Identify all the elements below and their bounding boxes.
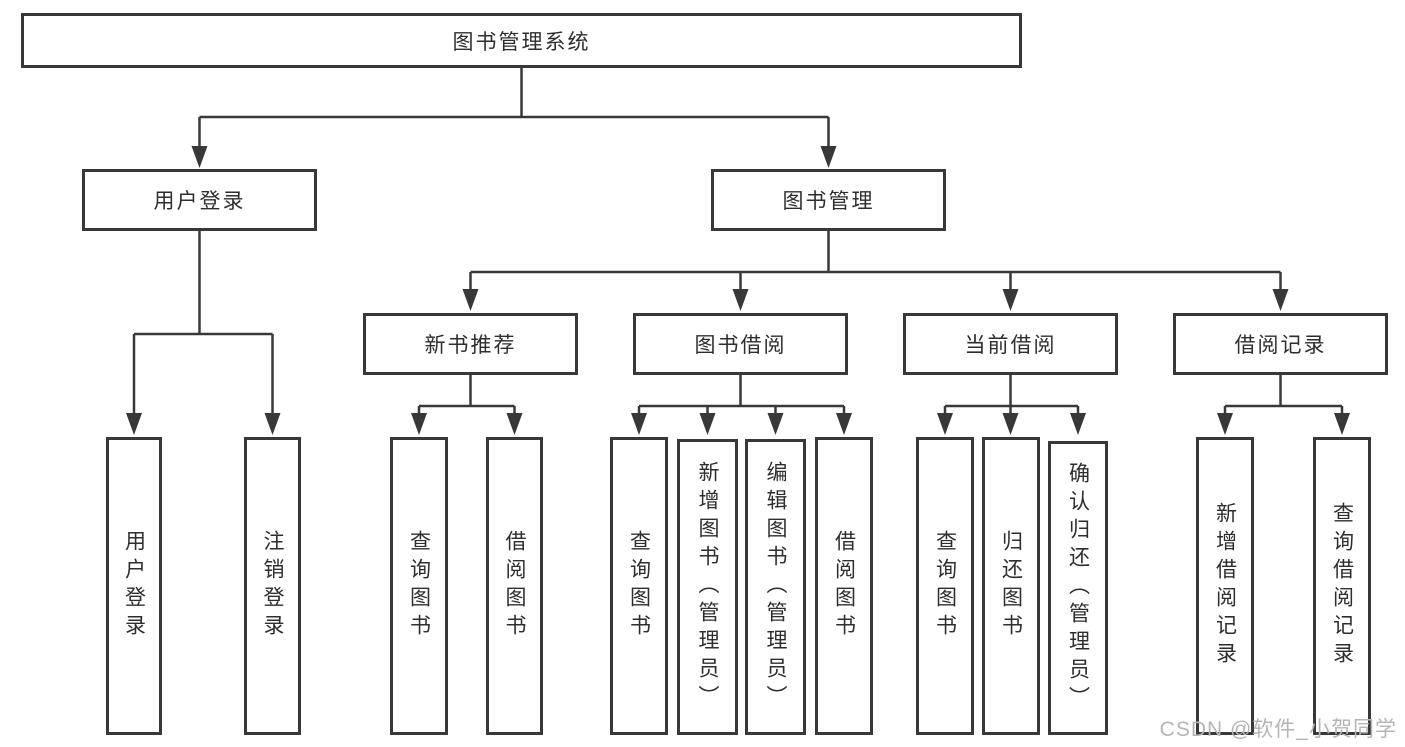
arrow-down-icon [1217,413,1233,435]
node-label: 图书借阅 [694,334,787,357]
arrow-down-icon [820,146,837,168]
arrow-down-icon [732,289,749,311]
node-label: 新增图书（管理员） [696,461,719,713]
node-label: 查询图书 [407,530,431,642]
connector-userlogin-to-leaves [126,231,281,435]
leaf-user-login: 用户登录 [106,437,162,735]
arrow-down-icon [767,413,784,435]
leaf-nb-query-books: 查询图书 [390,437,448,735]
arrow-down-icon [1070,413,1086,435]
node-label: 新增借阅记录 [1213,502,1237,670]
connector-newbookrec-to-leaves [411,375,523,435]
node-label: 查询借阅记录 [1330,502,1354,670]
node-label: 借阅图书 [832,530,856,642]
arrow-down-icon [631,413,647,435]
connector-borrowrecords-to-leaves [1217,375,1350,435]
node-current-borrow: 当前借阅 [903,313,1118,375]
leaf-bb-edit-books-admin: 编辑图书（管理员） [745,439,806,735]
node-label: 查询图书 [933,530,957,642]
node-root: 图书管理系统 [21,13,1022,68]
node-label: 当前借阅 [964,334,1057,357]
node-label: 查询图书 [627,530,651,642]
connector-root-to-level2 [191,68,837,168]
node-book-mgmt: 图书管理 [711,169,946,231]
leaf-nb-borrow-books: 借阅图书 [486,437,543,735]
watermark: CSDN @软件_小贺同学 [1159,718,1397,741]
arrow-down-icon [264,413,281,435]
node-label: 确认归还（管理员） [1066,462,1090,714]
connector-currentborrow-to-leaves [937,375,1086,435]
leaf-bb-query-books: 查询图书 [610,437,668,735]
arrow-down-icon [1334,413,1350,435]
node-label: 编辑图书（管理员） [764,461,787,713]
node-label: 图书管理 [782,190,875,213]
leaf-cb-confirm-return-admin: 确认归还（管理员） [1048,441,1108,735]
node-book-borrow: 图书借阅 [633,313,848,375]
node-label: 借阅图书 [503,530,526,642]
node-borrow-records: 借阅记录 [1173,313,1388,375]
arrow-down-icon [1002,289,1019,311]
leaf-logout: 注销登录 [244,437,301,735]
leaf-bb-borrow-books: 借阅图书 [815,437,873,735]
arrow-down-icon [699,413,716,435]
arrow-down-icon [1272,289,1289,311]
node-user-login: 用户登录 [82,169,317,231]
leaf-br-add-record: 新增借阅记录 [1196,437,1254,735]
arrow-down-icon [1002,413,1019,435]
node-label: 图书管理系统 [452,30,591,54]
arrow-down-icon [462,289,479,311]
node-label: 用户登录 [122,530,146,642]
arrow-down-icon [836,413,852,435]
connector-bookborrow-to-leaves [631,375,852,435]
leaf-br-query-record: 查询借阅记录 [1313,437,1371,735]
connector-bookmgmt-to-level3 [462,231,1289,311]
arrow-down-icon [411,413,427,435]
node-label: 归还图书 [999,530,1023,642]
arrow-down-icon [937,413,953,435]
leaf-bb-add-books-admin: 新增图书（管理员） [677,439,738,735]
node-label: 注销登录 [261,530,284,642]
leaf-cb-return-books: 归还图书 [982,437,1040,735]
leaf-cb-query-books: 查询图书 [916,437,974,735]
arrow-down-icon [506,413,523,435]
node-label: 借阅记录 [1234,334,1327,357]
arrow-down-icon [126,413,142,435]
arrow-down-icon [191,146,208,168]
node-label: 新书推荐 [424,334,517,357]
node-new-book-rec: 新书推荐 [363,313,578,375]
node-label: 用户登录 [153,190,246,213]
